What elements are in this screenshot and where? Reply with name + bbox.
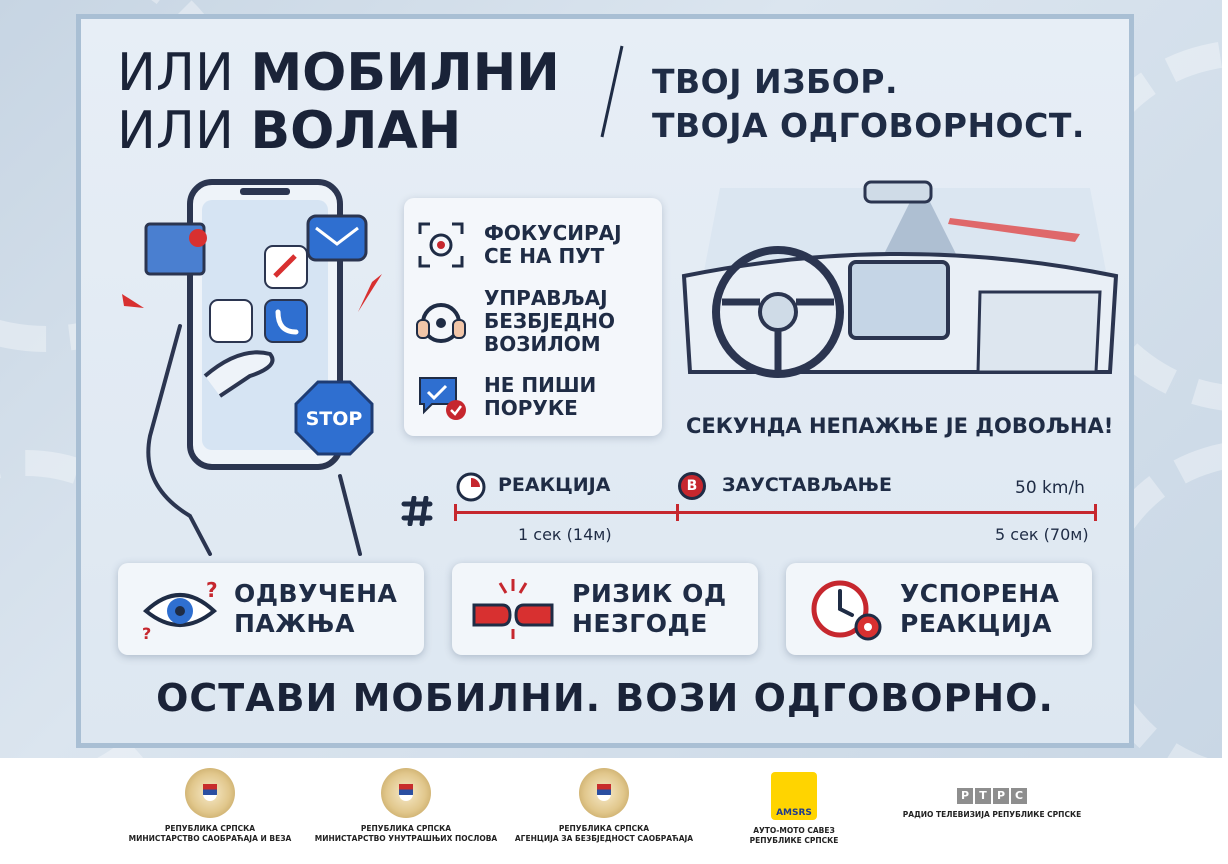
car-speed-icon xyxy=(401,496,433,526)
tip-steer: УПРАВЉАЈ БЕЗБЈЕДНО ВОЗИЛОМ xyxy=(484,287,615,356)
logo-line: РЕПУБЛИКА СРПСКА xyxy=(558,824,650,833)
card-distraction: ? ? ОДВУЧЕНА ПАЖЊА xyxy=(118,563,424,655)
svg-text:?: ? xyxy=(206,578,218,602)
sub-headline-line: ТВОЈА ОДГОВОРНОСТ. xyxy=(652,106,1085,145)
sub-headline-line: ТВОЈ ИЗБОР. xyxy=(652,62,898,101)
hand-outline xyxy=(146,324,362,556)
thumb xyxy=(203,350,275,398)
tip-line: ПОРУКЕ xyxy=(484,396,578,420)
logo-line: РЕПУБЛИКА СРПСКА xyxy=(360,824,452,833)
rtrs-letter: Т xyxy=(975,788,991,804)
logo-line: АУТО-МОТО САВЕЗ xyxy=(753,826,835,835)
steering-wheel xyxy=(712,246,844,378)
card-slow-reaction: УСПОРЕНА РЕАКЦИЈА xyxy=(786,563,1092,655)
logo-line: РЕПУБЛИКА СРПСКА xyxy=(164,824,256,833)
rtrs-letter: С xyxy=(1011,788,1027,804)
center-screen xyxy=(848,260,950,340)
warning-text: СЕКУНДА НЕПАЖЊЕ ЈЕ ДОВОЉНА! xyxy=(686,414,1114,438)
card-line: УСПОРЕНА xyxy=(900,579,1060,608)
rtrs-logo-icon: Р Т Р С xyxy=(892,788,1092,804)
logo-rtrs: Р Т Р С РАДИО ТЕЛЕВИЗИЈА РЕПУБЛИКЕ СРПСК… xyxy=(892,768,1092,820)
coat-of-arms-seal-icon xyxy=(579,768,629,818)
collision-icon xyxy=(472,579,554,639)
logo-line: РАДИО ТЕЛЕВИЗИЈА РЕПУБЛИКЕ СРПСКЕ xyxy=(902,810,1082,819)
logo-amsrs: AMSRS АУТО-МОТО САВЕЗ РЕПУБЛИКЕ СРПСКЕ xyxy=(694,768,894,846)
tips-box: ФОКУСИРАЈ СЕ НА ПУТ УПРАВЉАЈ БЕЗБЈЕДНО В… xyxy=(404,198,662,436)
eye-question-icon: ? ? xyxy=(142,578,218,641)
speed-label: 50 km/h xyxy=(1015,478,1085,498)
tip-line: ФОКУСИРАЈ xyxy=(484,221,622,245)
timeline-tick xyxy=(1094,504,1097,521)
amsrs-mark: AMSRS xyxy=(776,808,812,818)
coat-of-arms-seal-icon xyxy=(185,768,235,818)
phone-hand-illustration: STOP xyxy=(122,179,382,556)
logo-line: МИНИСТАРСТВО УНУТРАШЊИХ ПОСЛОВА xyxy=(314,834,498,843)
car-interior-illustration xyxy=(681,180,1119,378)
main-headline: ИЛИ МОБИЛНИ ИЛИ ВОЛАН xyxy=(117,44,560,160)
stop-sign-icon: STOP xyxy=(294,380,374,456)
card-line: РЕАКЦИЈА xyxy=(900,609,1052,638)
tip-line: СЕ НА ПУТ xyxy=(484,244,605,268)
stop-sign-text: STOP xyxy=(306,408,363,430)
tip-line: УПРАВЉАЈ xyxy=(484,286,608,310)
svg-text:?: ? xyxy=(142,624,151,641)
rear-mirror xyxy=(863,180,933,204)
mail-app-icon xyxy=(306,214,368,262)
logo-line: АГЕНЦИЈА ЗА БЕЗБЈЕДНОСТ САОБРАЋАЈА xyxy=(514,834,694,843)
timeline-tick xyxy=(454,504,457,521)
reaction-distance: 1 сек (14м) xyxy=(518,525,612,544)
card-line: ОДВУЧЕНА xyxy=(234,579,398,608)
clock-gear-icon xyxy=(811,580,882,641)
braking-label: ЗАУСТАВЉАЊЕ xyxy=(722,474,893,496)
tip-line: БЕЗБЈЕДНО xyxy=(484,309,616,333)
rtrs-letter: Р xyxy=(993,788,1009,804)
headline-prefix: ИЛИ xyxy=(117,43,251,103)
phone-notch xyxy=(240,188,290,195)
rtrs-letter: Р xyxy=(957,788,973,804)
coat-of-arms-seal-icon xyxy=(381,768,431,818)
card-label: ОДВУЧЕНА ПАЖЊА xyxy=(234,579,397,639)
logo-ministry-interior: РЕПУБЛИКА СРПСКА МИНИСТАРСТВО УНУТРАШЊИХ… xyxy=(306,768,506,844)
slogan: ОСТАВИ МОБИЛНИ. ВОЗИ ОДГОВОРНО. xyxy=(156,676,1054,720)
card-line: ПАЖЊА xyxy=(234,609,355,638)
steering-hands-icon xyxy=(416,303,466,343)
no-message-icon xyxy=(419,377,466,420)
timeline-line xyxy=(455,511,1097,514)
red-light-streak xyxy=(948,218,1080,242)
card-line: НЕЗГОДЕ xyxy=(572,609,708,638)
tip-line: ВОЗИЛОМ xyxy=(484,332,601,356)
logo-line: МИНИСТАРСТВО САОБРАЋАЈА И ВЕЗА xyxy=(128,834,292,843)
reaction-label: РЕАКЦИЈА xyxy=(498,474,611,496)
headline-mobile: МОБИЛНИ xyxy=(250,43,560,103)
headline-wheel: ВОЛАН xyxy=(250,101,462,161)
tip-no-texting: НЕ ПИШИ ПОРУКЕ xyxy=(484,374,596,420)
braking-badge-text: B xyxy=(686,478,698,494)
logo-line: РЕПУБЛИКЕ СРПСКЕ xyxy=(749,836,839,845)
card-label: УСПОРЕНА РЕАКЦИЈА xyxy=(900,579,1059,639)
sub-headline: ТВОЈ ИЗБОР. ТВОЈА ОДГОВОРНОСТ. xyxy=(652,60,1085,148)
headline-prefix: ИЛИ xyxy=(117,101,251,161)
braking-badge-icon: B xyxy=(678,472,706,500)
timeline-tick xyxy=(676,504,679,521)
amsrs-logo-icon: AMSRS xyxy=(771,772,817,820)
map-app-icon xyxy=(144,222,207,276)
divider-slash xyxy=(600,45,624,138)
card-line: РИЗИК ОД xyxy=(572,579,727,608)
phone-app-icon xyxy=(264,299,308,343)
alert-left-icon xyxy=(122,294,144,308)
alert-right-icon xyxy=(358,274,382,312)
logo-traffic-safety-agency: РЕПУБЛИКА СРПСКА АГЕНЦИЈА ЗА БЕЗБЈЕДНОСТ… xyxy=(504,768,704,844)
tip-focus: ФОКУСИРАЈ СЕ НА ПУТ xyxy=(484,222,622,268)
card-label: РИЗИК ОД НЕЗГОДЕ xyxy=(572,579,727,639)
focus-target-icon xyxy=(418,222,464,268)
braking-distance: 5 сек (70м) xyxy=(995,525,1089,544)
nav-app-icon xyxy=(209,299,253,343)
stopwatch-icon xyxy=(456,472,486,502)
door-panel xyxy=(976,290,1102,374)
tip-line: НЕ ПИШИ xyxy=(484,373,597,397)
card-accident-risk: РИЗИК ОД НЕЗГОДЕ xyxy=(452,563,758,655)
logo-ministry-transport: РЕПУБЛИКА СРПСКА МИНИСТАРСТВО САОБРАЋАЈА… xyxy=(110,768,310,844)
